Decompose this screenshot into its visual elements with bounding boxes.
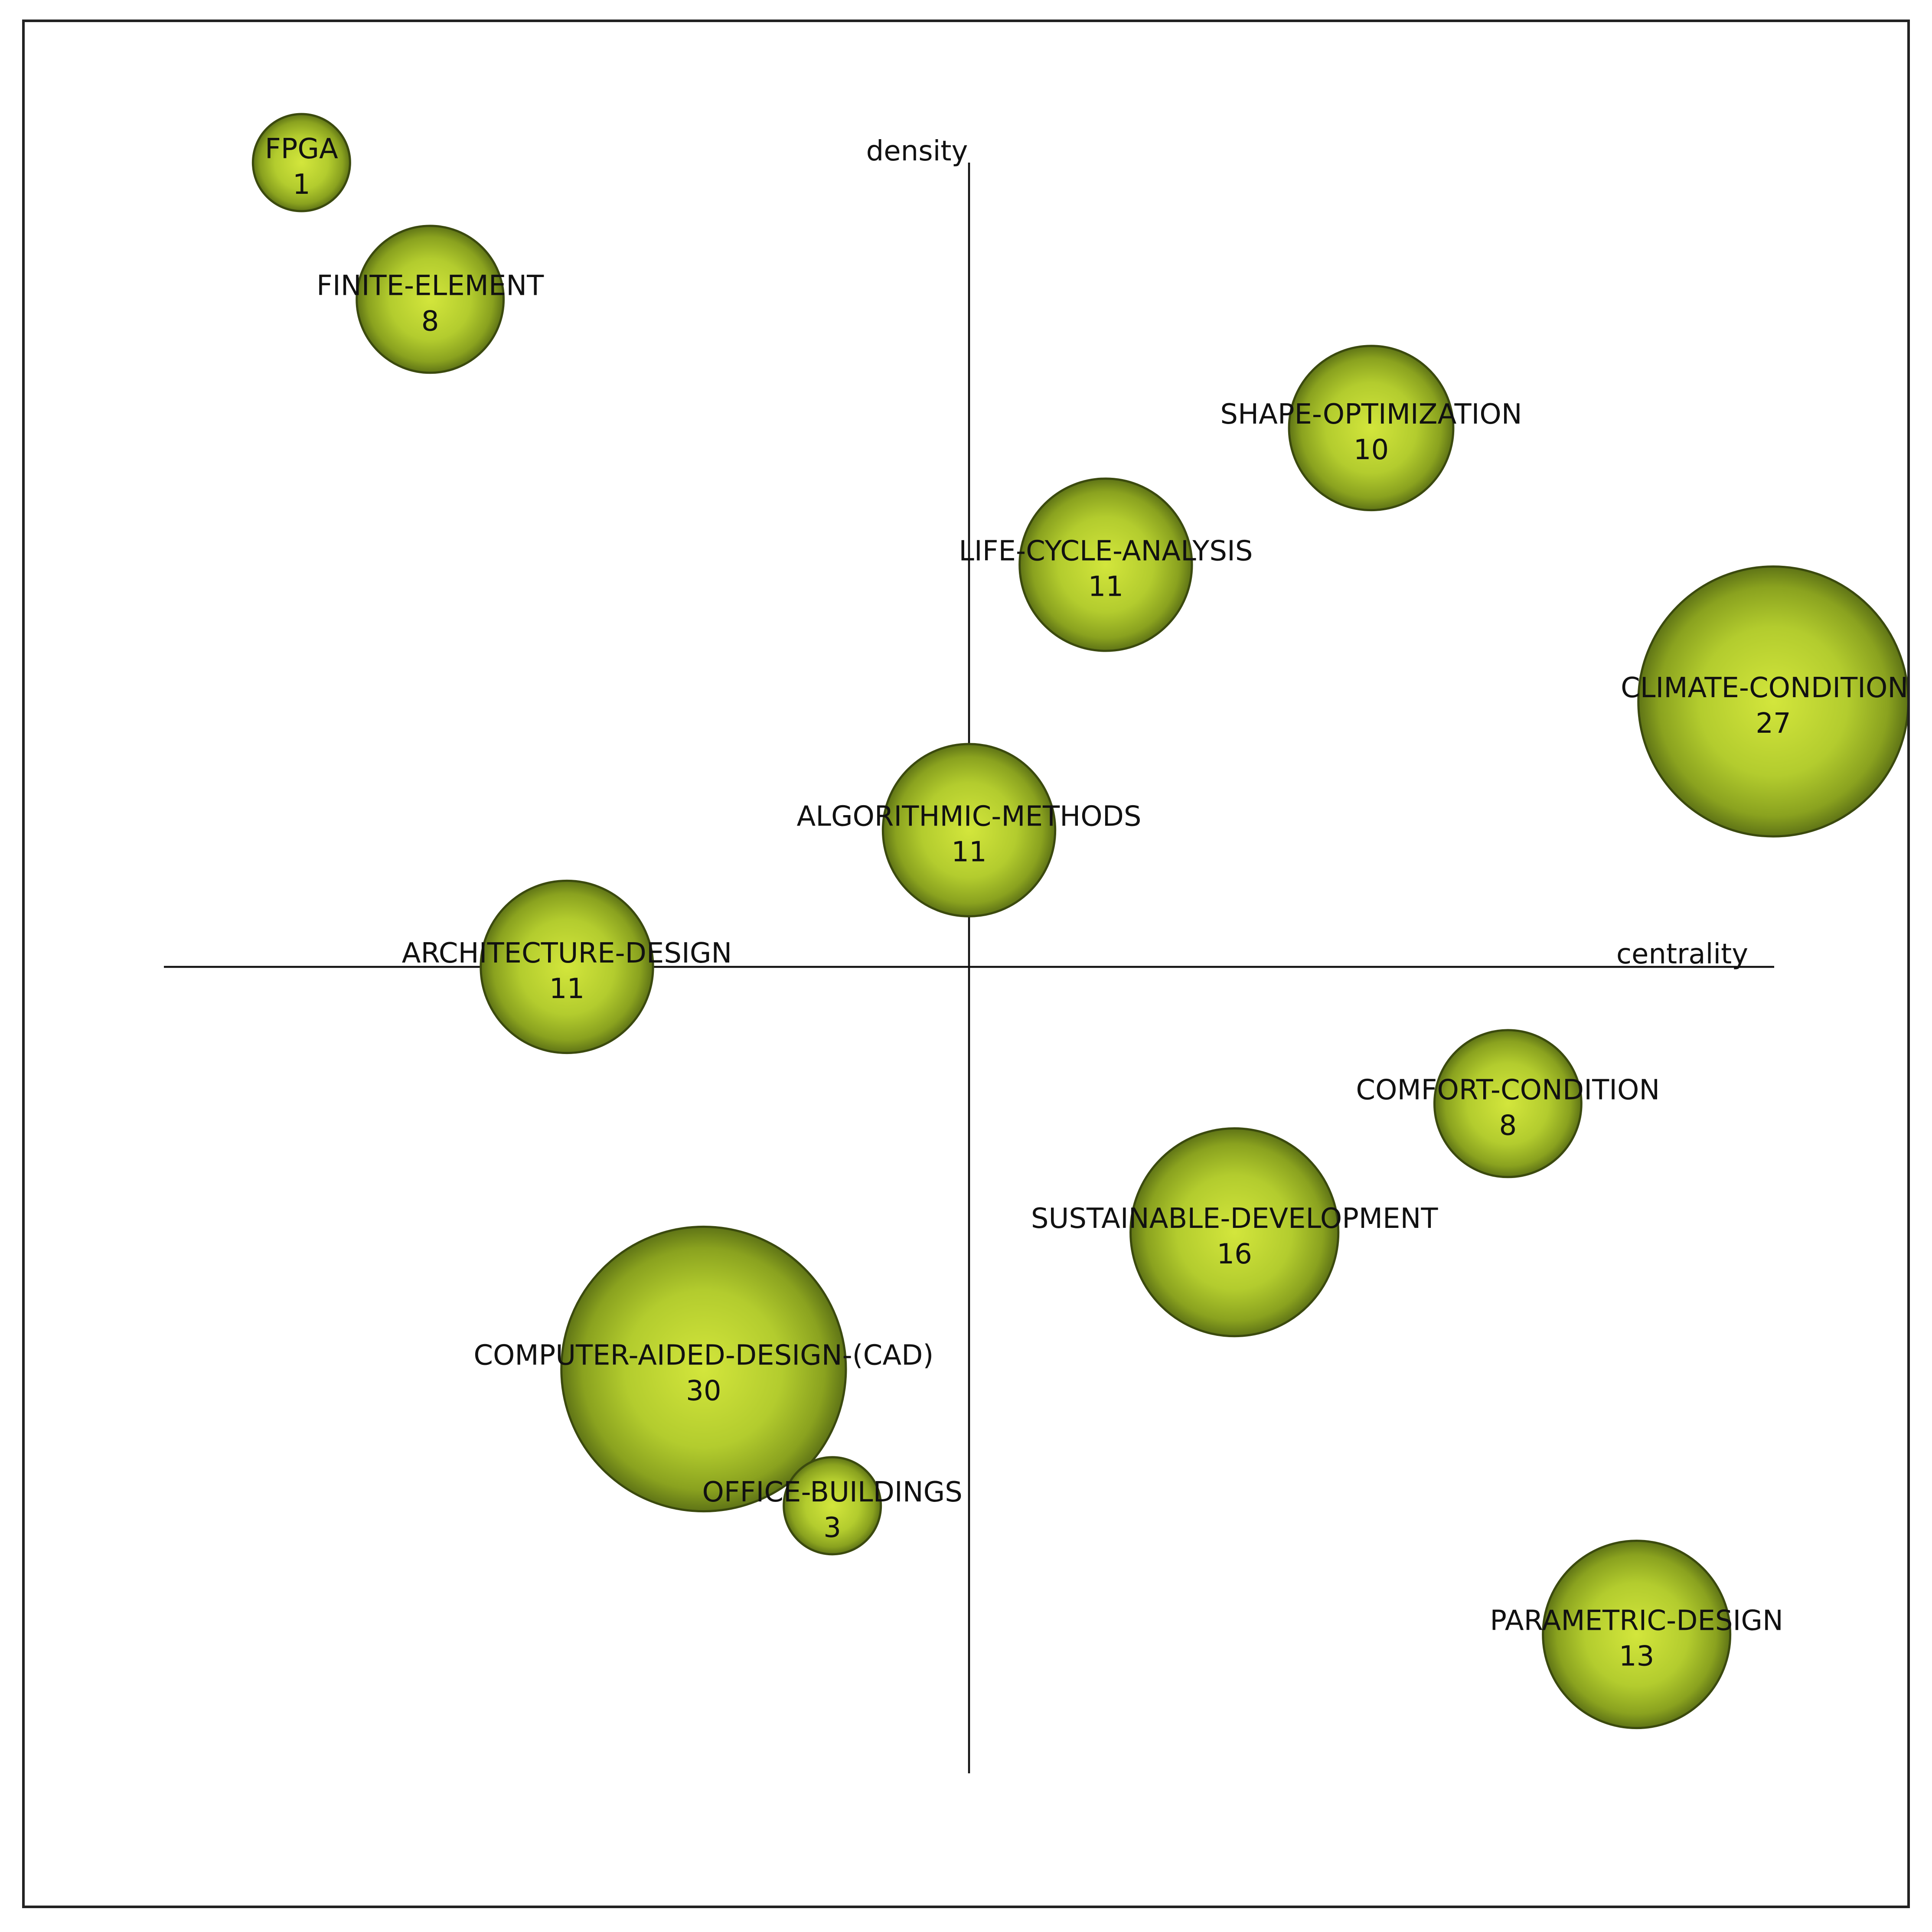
bubble-circle: [1129, 1127, 1340, 1338]
bubble-value: 11: [951, 836, 986, 868]
bubble-label: FINITE-ELEMENT: [317, 270, 544, 302]
bubble-value: 30: [686, 1375, 721, 1407]
bubble: ARCHITECTURE-DESIGN 11: [402, 879, 732, 1054]
bubble-label: PARAMETRIC-DESIGN: [1490, 1605, 1783, 1637]
bubble-value: 10: [1354, 434, 1389, 466]
bubble-label: ALGORITHMIC-METHODS: [797, 801, 1142, 833]
bubble-label: ARCHITECTURE-DESIGN: [402, 937, 732, 969]
bubble-circle: [881, 743, 1057, 917]
bubble-value: 27: [1756, 708, 1791, 740]
bubble-label: SUSTAINABLE-DEVELOPMENT: [1031, 1203, 1438, 1235]
bubble-circle: [356, 225, 505, 374]
bubble-value: 3: [823, 1512, 841, 1544]
bubble-label: SHAPE-OPTIMIZATION: [1220, 398, 1522, 431]
bubble-value: 8: [421, 305, 439, 337]
bubble-value: 11: [549, 973, 584, 1005]
bubble-label: COMFORT-CONDITION: [1356, 1074, 1660, 1106]
bubble-circle: [1637, 565, 1907, 838]
y-axis-label: density: [866, 135, 968, 167]
bubble-value: 8: [1499, 1110, 1517, 1142]
bubble-label: LIFE-CYCLE-ANALYSIS: [959, 535, 1253, 568]
bubble-circle: [1288, 345, 1455, 512]
bubble: FPGA 1: [251, 113, 351, 212]
bubble-circle: [1542, 1540, 1732, 1730]
x-axis-label: centrality: [1616, 938, 1748, 970]
bubble-circle: [1433, 1029, 1583, 1178]
bubble: COMPUTER-AIDED-DESIGN-(CAD)30: [473, 1225, 933, 1513]
bubble: PARAMETRIC-DESIGN 13: [1490, 1540, 1783, 1730]
bubble-value: 11: [1088, 571, 1123, 603]
bubble: OFFICE-BUILDINGS 3: [702, 1456, 963, 1556]
bubble-value: 16: [1217, 1238, 1252, 1270]
bubble-circle: [560, 1225, 847, 1513]
bubble-circle: [783, 1456, 882, 1556]
bubble-value: 13: [1619, 1641, 1654, 1673]
bubble-circle: [251, 113, 351, 212]
bubble-label: CLIMATE-CONDITIONS: [1621, 672, 1926, 704]
bubble-label: OFFICE-BUILDINGS: [702, 1476, 962, 1508]
bubble-label: FPGA: [265, 133, 338, 165]
bubble-circle: [480, 879, 654, 1054]
bubble-label: COMPUTER-AIDED-DESIGN-(CAD): [473, 1340, 933, 1372]
bubble-value: 1: [293, 169, 310, 201]
bubble: CLIMATE-CONDITIONS 27: [1621, 565, 1926, 838]
bubble-circle: [1018, 477, 1193, 652]
bubble: COMFORT-CONDITION 8: [1356, 1029, 1660, 1178]
